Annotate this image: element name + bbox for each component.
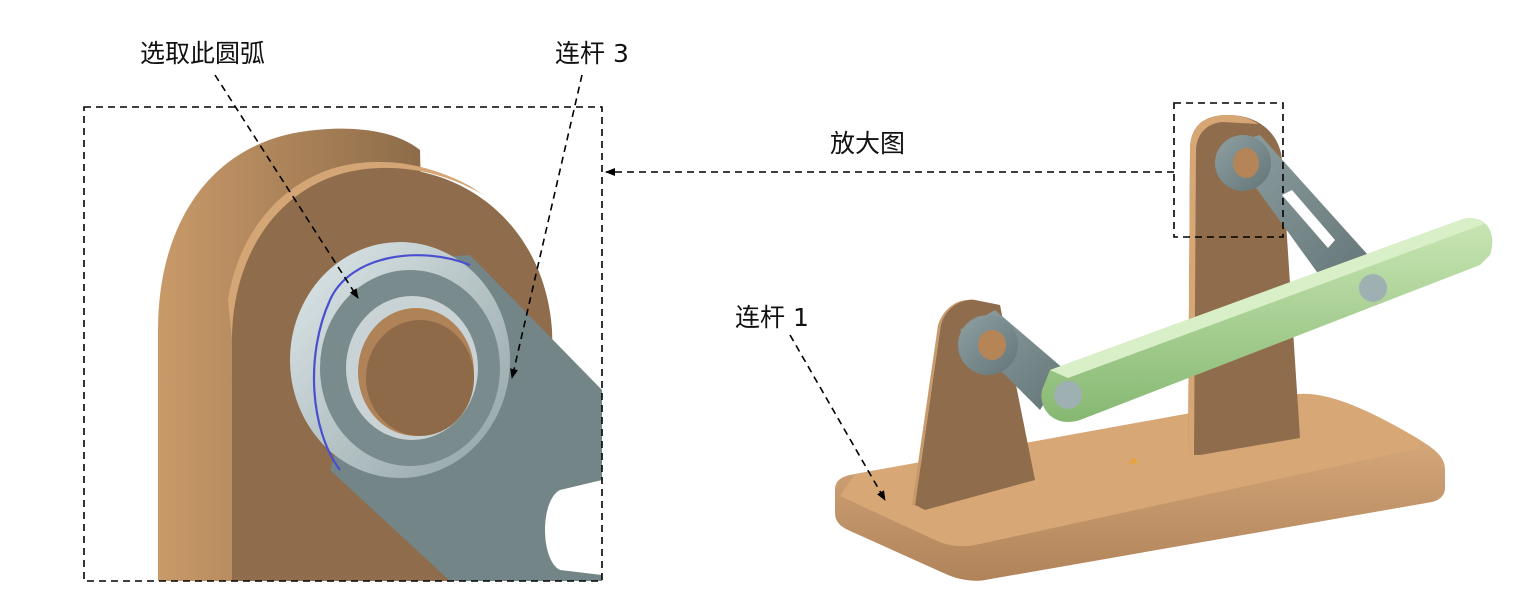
label-zoom-view: 放大图 — [830, 129, 905, 158]
link3-pin — [1233, 148, 1259, 178]
label-select-arc: 选取此圆弧 — [140, 39, 265, 68]
zoom-view — [158, 128, 602, 581]
label-link3: 连杆 3 — [555, 39, 629, 68]
label-link1: 连杆 1 — [735, 303, 809, 332]
link-green — [1041, 218, 1493, 422]
selected-arc — [312, 254, 471, 471]
pin-joint-right — [1359, 274, 1387, 302]
link3-slot-right — [1282, 190, 1335, 248]
pin-face — [366, 320, 474, 436]
origin-marker — [1129, 457, 1138, 464]
assembly — [835, 115, 1493, 581]
zoom-frame — [83, 106, 603, 582]
leader-link3 — [510, 74, 583, 379]
zoom-source-frame — [1173, 102, 1284, 238]
pin-joint-left — [1054, 381, 1082, 409]
leader-select-arc — [214, 74, 359, 299]
link2-pin — [978, 330, 1006, 360]
tall-support-edge — [1188, 115, 1258, 455]
link-green-top — [1050, 217, 1484, 378]
link3-slot — [545, 480, 602, 575]
leader-link1 — [789, 334, 886, 501]
